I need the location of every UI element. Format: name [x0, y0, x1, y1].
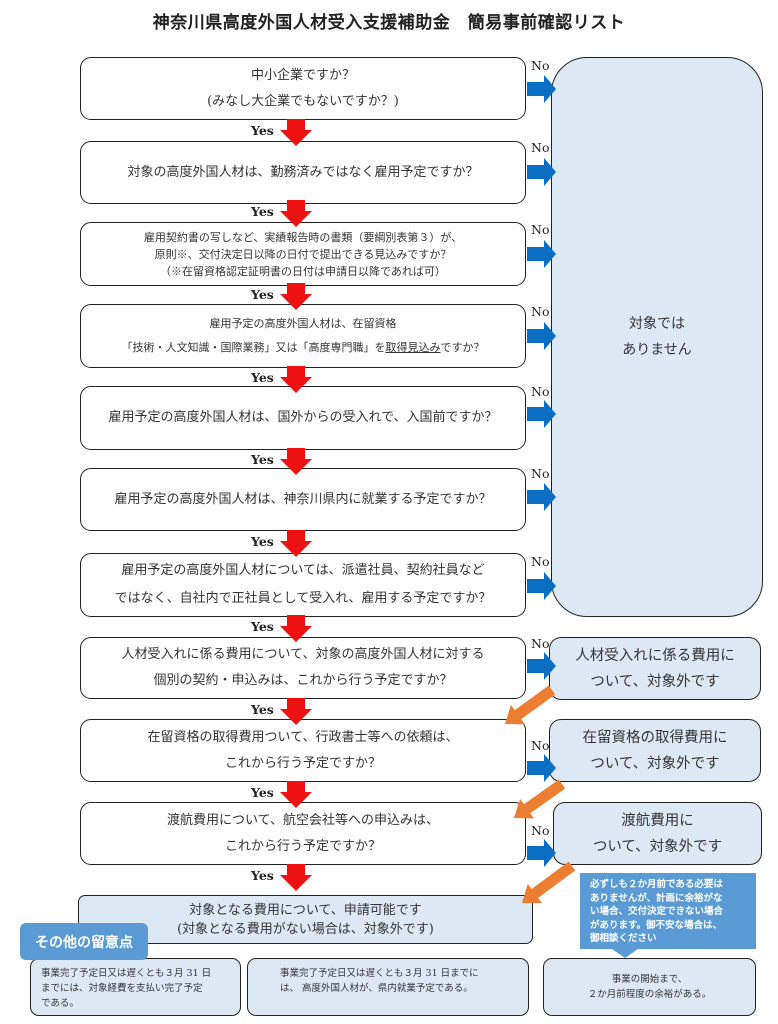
- result-text: 渡航費用に: [621, 812, 694, 829]
- question-text: 原則※、交付決定日以降の日付で提出できる見込みですか？: [154, 247, 452, 261]
- note-pointer-icon: [612, 949, 638, 958]
- no-label: No: [531, 738, 550, 753]
- other-note-text: 事業の開始まで、: [611, 974, 688, 985]
- yes-label: Yes: [251, 123, 274, 138]
- result-box-recruitment-cost: 人材受入れに係る費用に ついて、対象外です: [549, 637, 761, 700]
- question-box-10: 渡航費用について、航空会社等への申込みは、 これから行う予定ですか？: [80, 802, 526, 865]
- question-text: 雇用予定の高度外国人材は、国外からの受入れで、入国前ですか？: [108, 410, 498, 425]
- question-text: 雇用予定の高度外国人材については、派遣社員、契約社員など: [121, 563, 485, 578]
- other-note-text: までには、対象経費を支払い完了予定: [41, 983, 203, 994]
- result-text: ついて、対象外です: [590, 673, 720, 690]
- yes-label: Yes: [251, 785, 274, 800]
- result-text: 在留資格の取得費用に: [582, 729, 728, 746]
- question-text: 対象の高度外国人材は、勤務済みではなく雇用予定ですか？: [127, 164, 479, 180]
- result-text: ついて、対象外です: [592, 838, 723, 855]
- question-text: 「技術・人文知識・国際業務」又は「高度専門職」を取得見込みですか？: [122, 336, 485, 360]
- question-box-2: 対象の高度外国人材は、勤務済みではなく雇用予定ですか？: [80, 141, 526, 204]
- question-text: (みなし大企業でもないですか？): [207, 93, 399, 109]
- question-box-7: 雇用予定の高度外国人材については、派遣社員、契約社員など ではなく、自社内で正社…: [80, 553, 526, 617]
- question-box-5: 雇用予定の高度外国人材は、国外からの受入れで、入国前ですか？: [80, 386, 526, 450]
- question-text: 中小企業ですか？: [250, 67, 355, 83]
- not-eligible-text: 対象では: [629, 316, 685, 332]
- other-note-box-3: 事業の開始まで、 ２か月前程度の余裕がある。: [543, 958, 756, 1016]
- question-text: 雇用予定の高度外国人材は、神奈川県内に就業する予定ですか？: [114, 491, 492, 507]
- no-label: No: [531, 58, 550, 73]
- question-box-8: 人材受入れに係る費用について、対象の高度外国人材に対する 個別の契約・申込みは、…: [80, 637, 526, 699]
- no-label: No: [531, 222, 550, 237]
- question-text: これから行う予定ですか？: [224, 838, 381, 854]
- no-label: No: [531, 466, 550, 481]
- question-text-part: ですか？: [440, 341, 485, 354]
- result-text: ついて、対象外です: [590, 755, 720, 772]
- question-text: 個別の契約・申込みは、これから行う予定ですか？: [153, 673, 453, 688]
- not-eligible-text: ありません: [622, 342, 692, 358]
- final-result-text: 対象となる費用について、申請可能です: [189, 902, 422, 918]
- not-eligible-box: 対象では ありません: [551, 57, 763, 617]
- yes-label: Yes: [251, 287, 274, 302]
- note-text: 必ずしも２か月前である必要は: [590, 879, 723, 890]
- result-box-travel-cost: 渡航費用に ついて、対象外です: [553, 802, 762, 865]
- yes-label: Yes: [251, 204, 274, 219]
- question-text-part: 「技術・人文知識・国際業務」又は「高度専門職」を: [121, 341, 386, 354]
- question-text: 雇用契約書の写しなど、実績報告時の書類（要綱別表第３）が、: [143, 230, 463, 244]
- page-title: 神奈川県高度外国人材受入支援補助金 簡易事前確認リスト: [152, 13, 626, 33]
- question-text: （※在留資格認定証明書の日付は申請日以降であれば可）: [160, 264, 446, 278]
- other-note-text: である。: [41, 998, 79, 1009]
- final-result-text: (対象となる費用がない場合は、対象外です): [177, 921, 434, 937]
- question-text: これから行う予定ですか？: [224, 755, 381, 771]
- other-note-text: ２か月前程度の余裕がある。: [587, 989, 712, 1000]
- yes-label: Yes: [251, 534, 274, 549]
- final-result-box: 対象となる費用について、申請可能です (対象となる費用がない場合は、対象外です): [78, 895, 533, 944]
- result-box-visa-cost: 在留資格の取得費用に ついて、対象外です: [549, 719, 761, 782]
- question-text: ではなく、自社内で正社員として受入れ、雇用する予定ですか？: [114, 591, 492, 606]
- no-label: No: [531, 554, 550, 569]
- note-text: ありませんが、計画に余裕がな: [590, 892, 723, 904]
- question-text: 在留資格の取得費用ついて、行政書士等への依頼は、: [147, 729, 459, 745]
- yes-label: Yes: [251, 868, 274, 883]
- no-arrow-icon: [527, 839, 556, 867]
- question-box-3: 雇用契約書の写しなど、実績報告時の書類（要綱別表第３）が、 原則※、交付決定日以…: [80, 222, 526, 286]
- question-box-1: 中小企業ですか？ (みなし大企業でもないですか？): [80, 57, 526, 120]
- yes-label: Yes: [251, 452, 274, 467]
- no-label: No: [531, 140, 550, 155]
- question-box-4: 雇用予定の高度外国人材は、在留資格 「技術・人文知識・国際業務」又は「高度専門職…: [80, 304, 526, 368]
- no-label: No: [531, 823, 550, 838]
- result-text: 人材受入れに係る費用に: [575, 647, 735, 664]
- question-text: 渡航費用について、航空会社等への申込みは、: [167, 812, 439, 828]
- no-label: No: [531, 304, 550, 319]
- yes-arrow-icon: [280, 864, 312, 891]
- question-box-6: 雇用予定の高度外国人材は、神奈川県内に就業する予定ですか？: [80, 468, 526, 531]
- no-label: No: [531, 636, 550, 651]
- other-notes-heading: その他の留意点: [20, 923, 148, 960]
- other-note-text: 事業完了予定日又は遅くとも３月 31 日: [41, 968, 212, 979]
- note-text: い場合、交付決定できない場合: [590, 906, 724, 917]
- note-callout: 必ずしも２か月前である必要は ありませんが、計画に余裕がな い場合、交付決定でき…: [580, 873, 756, 949]
- no-label: No: [531, 384, 550, 399]
- other-note-box-2: 事業完了予定日又は遅くとも３月 31 日までに は、 高度外国人材が、県内就業予…: [247, 958, 529, 1016]
- yes-label: Yes: [251, 702, 274, 717]
- question-box-9: 在留資格の取得費用ついて、行政書士等への依頼は、 これから行う予定ですか？: [80, 719, 526, 782]
- question-text-underlined: 取得見込み: [385, 341, 441, 354]
- note-text: があります。御不安な場合は、: [590, 919, 723, 931]
- yes-label: Yes: [251, 370, 274, 385]
- question-text: 人材受入れに係る費用について、対象の高度外国人材に対する: [121, 647, 485, 662]
- note-text: 御相談ください: [590, 933, 657, 944]
- other-note-box-1: 事業完了予定日又は遅くとも３月 31 日 までには、対象経費を支払い完了予定 で…: [30, 958, 241, 1016]
- question-text: 雇用予定の高度外国人材は、在留資格: [209, 317, 397, 330]
- yes-label: Yes: [251, 619, 274, 634]
- other-note-text: は、 高度外国人材が、県内就業予定である。: [280, 983, 473, 994]
- other-note-text: 事業完了予定日又は遅くとも３月 31 日までに: [280, 968, 479, 979]
